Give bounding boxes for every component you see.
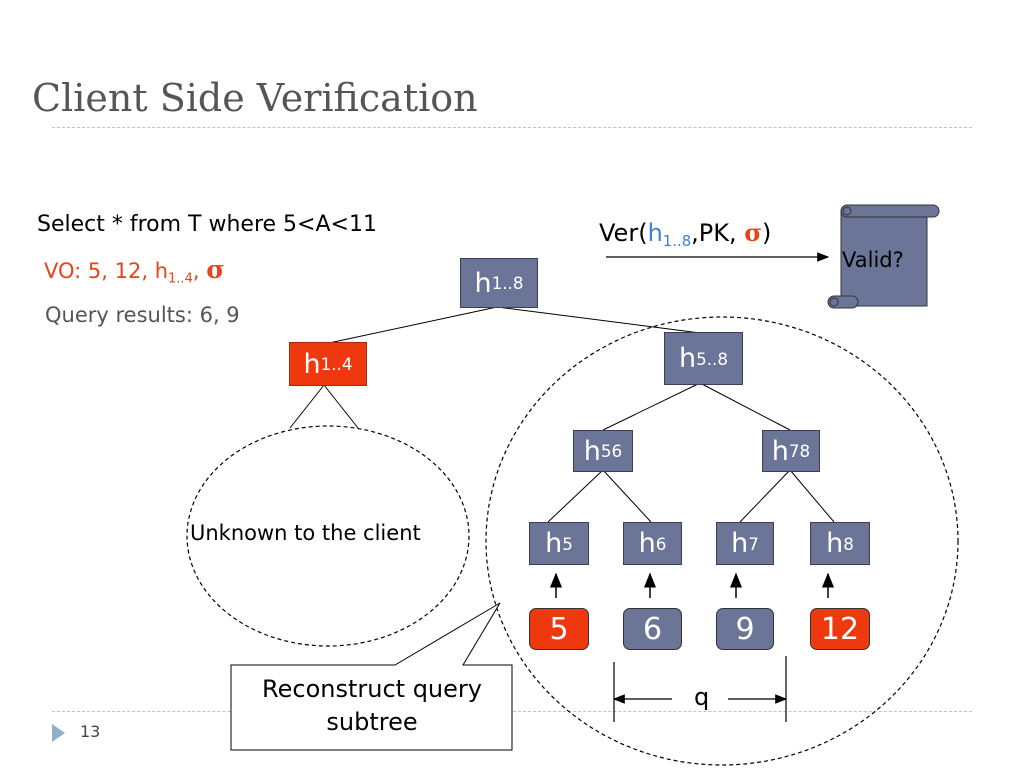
range-label: q [694,683,710,711]
valid-label: Valid? [842,248,904,272]
leaf-value-12: 12 [810,608,870,650]
unknown-ellipse [186,425,470,647]
callout-label: Reconstruct query subtree [262,675,482,736]
range-markers [612,656,788,722]
leaf-value-9: 9 [716,608,774,650]
query-sql: Select * from T where 5<A<11 [37,212,377,237]
page-number: 13 [80,722,101,741]
leaf-value-5: 5 [529,608,589,650]
slide-title: Client Side Verification [32,76,478,120]
verify-expression: Ver(h1..8,PK, σ) [599,218,772,251]
tree-edges [289,306,835,523]
callout-shape [230,602,513,751]
query-results: Query results: 6, 9 [45,303,240,327]
title-divider [52,127,972,128]
leaf-value-6: 6 [623,608,682,650]
play-icon [52,724,65,742]
query-subtree-ellipse [485,316,959,766]
vo-line: VO: 5, 12, h1..4, σ [44,255,225,287]
scroll-icon [827,204,940,309]
unknown-label: Unknown to the client [190,521,421,545]
leaf-arrows [550,572,834,598]
